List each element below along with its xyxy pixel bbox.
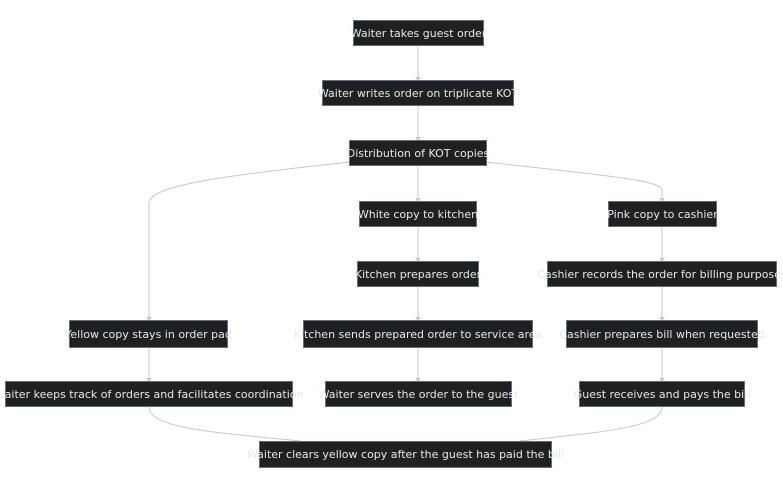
node-guest-pays-label: Guest receives and pays the bill bbox=[573, 387, 751, 401]
node-write-kot: Waiter writes order on triplicate KOT bbox=[318, 80, 518, 106]
node-white-copy-label: White copy to kitchen bbox=[357, 207, 479, 221]
node-pink-copy-label: Pink copy to cashier bbox=[607, 207, 718, 221]
node-yellow-copy-label: Yellow copy stays in order pad bbox=[65, 327, 232, 341]
node-waiter-track: Waiter keeps track of orders and facilit… bbox=[0, 381, 304, 407]
arrowhead bbox=[146, 378, 152, 382]
node-white-copy: White copy to kitchen bbox=[357, 201, 479, 227]
node-kitchen-prepares-label: Kitchen prepares order bbox=[354, 267, 482, 281]
node-take-order-label: Waiter takes guest order bbox=[350, 26, 487, 40]
arrowhead bbox=[659, 378, 665, 382]
edge-distribution-to-yellow-copy bbox=[148, 161, 351, 320]
edge-waiter-track-to-waiter-clears bbox=[148, 406, 301, 442]
node-waiter-track-label: Waiter keeps track of orders and facilit… bbox=[0, 387, 304, 401]
node-cashier-bill: Cashier prepares bill when requested bbox=[559, 320, 765, 348]
arrowhead bbox=[415, 258, 421, 262]
node-pink-copy: Pink copy to cashier bbox=[607, 201, 718, 227]
arrowhead bbox=[415, 378, 421, 382]
arrowhead bbox=[415, 317, 421, 321]
node-guest-pays: Guest receives and pays the bill bbox=[574, 381, 750, 407]
edge-distribution-to-pink-copy bbox=[485, 161, 663, 201]
node-yellow-copy: Yellow copy stays in order pad bbox=[65, 320, 232, 348]
node-waiter-serves: Waiter serves the order to the guest bbox=[319, 381, 518, 407]
node-take-order: Waiter takes guest order bbox=[350, 20, 487, 46]
node-kitchen-prepares: Kitchen prepares order bbox=[354, 261, 482, 287]
arrowhead bbox=[415, 198, 421, 202]
node-distribution: Distribution of KOT copies bbox=[346, 140, 490, 166]
node-cashier-records-label: Cashier records the order for billing pu… bbox=[537, 267, 783, 281]
edge-guest-pays-to-waiter-clears bbox=[519, 406, 663, 442]
node-cashier-records: Cashier records the order for billing pu… bbox=[537, 261, 783, 287]
node-cashier-bill-label: Cashier prepares bill when requested bbox=[559, 327, 765, 341]
arrowhead bbox=[659, 317, 665, 321]
arrowhead bbox=[659, 198, 665, 202]
arrowhead bbox=[415, 77, 421, 81]
arrowhead bbox=[415, 137, 421, 141]
arrowhead bbox=[659, 258, 665, 262]
node-kitchen-sends: Kitchen sends prepared order to service … bbox=[294, 320, 542, 348]
node-write-kot-label: Waiter writes order on triplicate KOT bbox=[317, 86, 519, 100]
node-waiter-serves-label: Waiter serves the order to the guest bbox=[318, 387, 519, 401]
node-waiter-clears-label: Waiter clears yellow copy after the gues… bbox=[246, 448, 565, 461]
arrowhead bbox=[146, 317, 152, 321]
node-distribution-label: Distribution of KOT copies bbox=[346, 146, 490, 160]
node-kitchen-sends-label: Kitchen sends prepared order to service … bbox=[293, 327, 543, 341]
node-waiter-clears: Waiter clears yellow copy after the gues… bbox=[247, 441, 564, 468]
